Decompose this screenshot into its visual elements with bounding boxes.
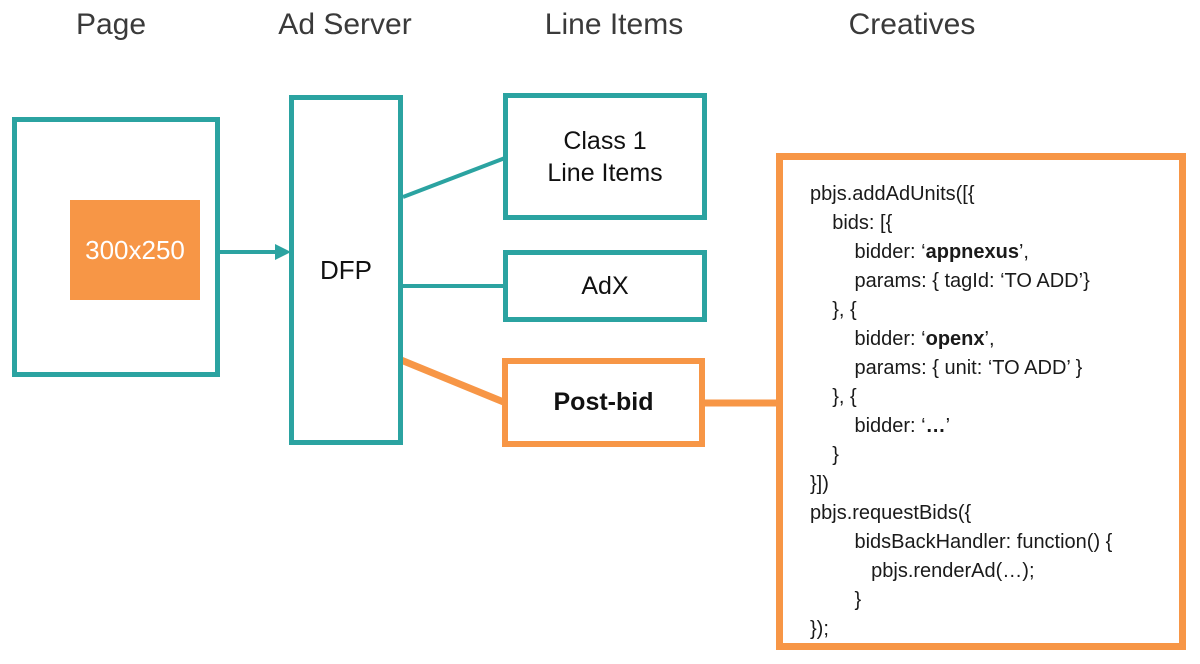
- column-header-creatives: Creatives: [848, 8, 976, 41]
- column-header-ad-server: Ad Server: [278, 8, 412, 41]
- code-line: params: { tagId: ‘TO ADD’}: [810, 270, 1090, 292]
- creatives-code-box: pbjs.addAdUnits([{ bids: [{ bidder: ‘app…: [776, 153, 1186, 650]
- code-line: bidder: ‘openx’,: [810, 328, 995, 350]
- code-line: pbjs.addAdUnits([{: [810, 183, 975, 205]
- code-line: bidder: ‘…’: [810, 415, 951, 437]
- column-header-page: Page: [75, 8, 147, 41]
- code-line: bidder: ‘appnexus’,: [810, 241, 1029, 263]
- adx-box: AdX: [503, 250, 707, 322]
- code-line: });: [810, 618, 829, 640]
- ad-slot-label: 300x250: [85, 234, 185, 265]
- code-line: pbjs.requestBids({: [810, 502, 972, 524]
- dfp-box: DFP: [289, 95, 403, 445]
- code-line: }, {: [810, 386, 857, 408]
- code-line: bidsBackHandler: function() {: [810, 531, 1113, 553]
- ad-slot-box: 300x250: [70, 200, 200, 300]
- code-line: }: [810, 444, 839, 466]
- postbid-box: Post-bid: [502, 358, 705, 447]
- code-line: params: { unit: ‘TO ADD’ }: [810, 357, 1083, 379]
- code-line: pbjs.renderAd(…);: [810, 560, 1035, 582]
- line-dfp-to-postbid: [399, 356, 508, 407]
- line-dfp-to-class1: [402, 156, 506, 199]
- code-line: }]): [810, 473, 829, 495]
- adx-label: AdX: [581, 271, 629, 300]
- class1-label-line2: Line Items: [547, 158, 663, 187]
- code-line: }: [810, 589, 862, 611]
- class1-label: Class 1 Line Items: [547, 125, 662, 189]
- postbid-label: Post-bid: [553, 388, 654, 416]
- code-line: bids: [{: [810, 212, 893, 234]
- column-header-line-items: Line Items: [544, 8, 684, 41]
- dfp-label: DFP: [320, 254, 372, 285]
- code-line: }, {: [810, 299, 857, 321]
- code-block: pbjs.addAdUnits([{ bids: [{ bidder: ‘app…: [783, 160, 1179, 644]
- class1-line-items-box: Class 1 Line Items: [503, 93, 707, 220]
- class1-label-line1: Class 1: [563, 126, 647, 155]
